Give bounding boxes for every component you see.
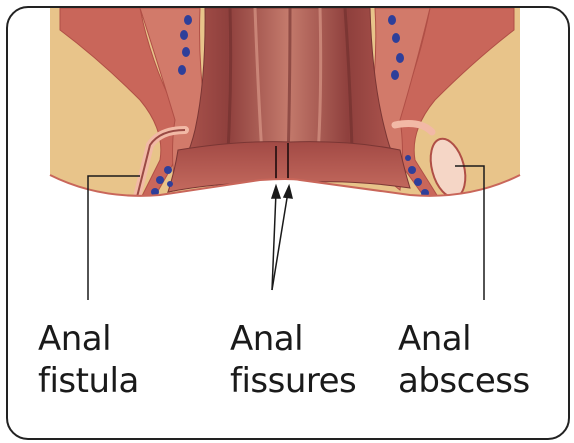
label-abscess-line1: Anal [398, 318, 530, 360]
label-anal-abscess: Anal abscess [398, 318, 530, 402]
label-anal-fissures: Anal fissures [230, 318, 356, 402]
label-fistula-line2: fistula [38, 360, 139, 402]
label-anal-fistula: Anal fistula [38, 318, 139, 402]
label-fissures-line2: fissures [230, 360, 356, 402]
label-fissures-line1: Anal [230, 318, 356, 360]
label-abscess-line2: abscess [398, 360, 530, 402]
label-fistula-line1: Anal [38, 318, 139, 360]
